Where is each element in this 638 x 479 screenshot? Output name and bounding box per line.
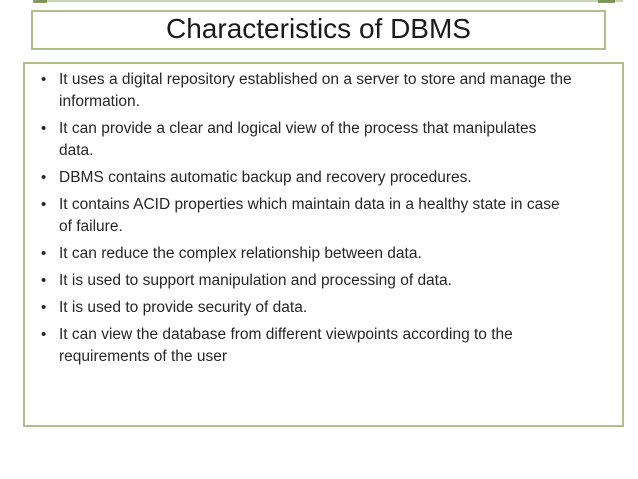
bullet-item: It uses a digital repository established…: [25, 69, 614, 113]
bullet-item: It is used to support manipulation and p…: [25, 270, 614, 292]
slide-title: Characteristics of DBMS: [166, 13, 471, 44]
bullet-item: It can reduce the complex relationship b…: [25, 243, 614, 265]
bullet-list: It uses a digital repository established…: [25, 64, 622, 368]
bullet-item: It contains ACID properties which mainta…: [25, 194, 614, 238]
content-box: It uses a digital repository established…: [23, 62, 624, 427]
bullet-item: It is used to provide security of data.: [25, 297, 614, 319]
bullet-item: DBMS contains automatic backup and recov…: [25, 167, 614, 189]
bullet-item: It can provide a clear and logical view …: [25, 118, 614, 162]
top-edge-dash-left: [33, 0, 47, 3]
bullet-item: It can view the database from different …: [25, 324, 614, 368]
top-edge-line: [37, 0, 623, 2]
title-box: Characteristics of DBMS: [31, 10, 606, 50]
top-edge-dash-right: [598, 0, 615, 3]
